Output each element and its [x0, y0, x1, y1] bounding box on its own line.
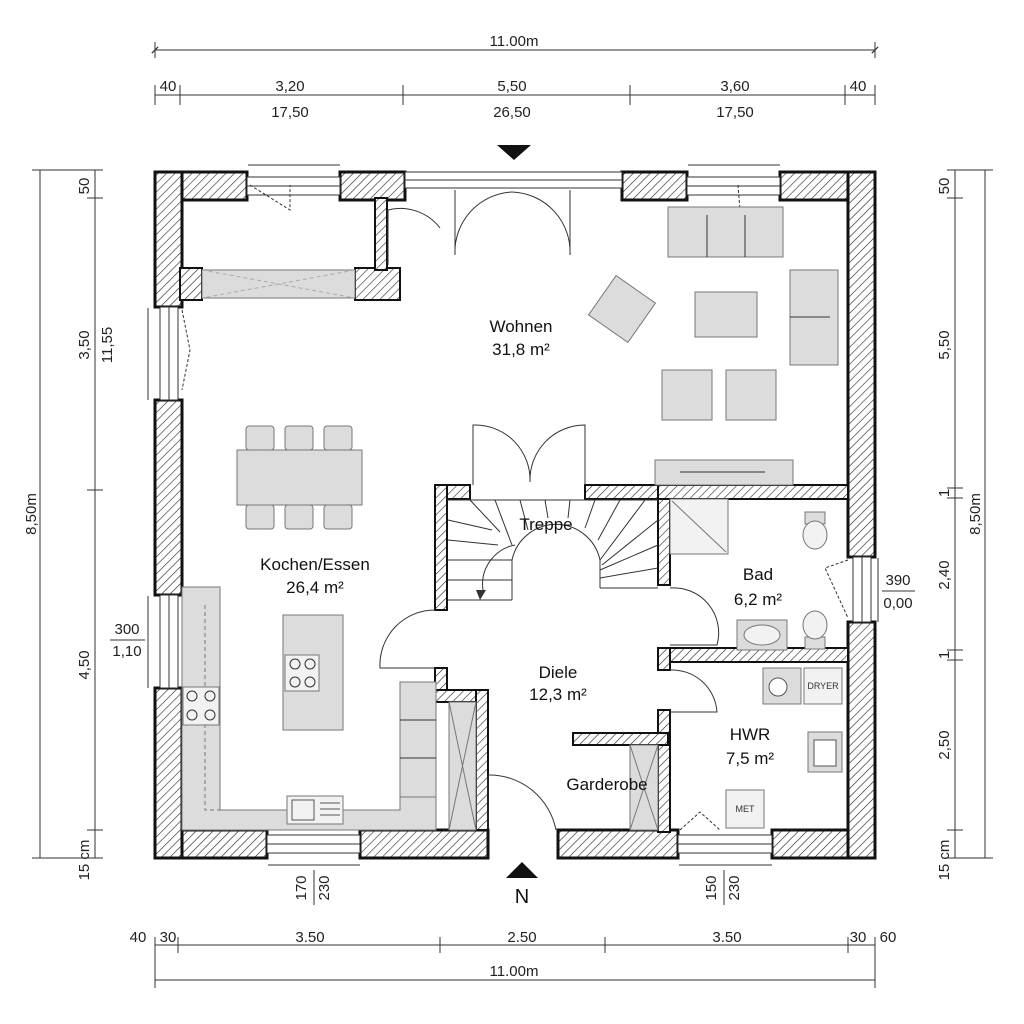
dim-top-26-50: 26,50 [493, 104, 531, 121]
win-bottom-230-b: 230 [726, 875, 743, 900]
dim-bottom-60: 60 [880, 929, 897, 946]
room-bad-name: Bad [743, 565, 773, 584]
dimensions-bottom: 40 30 3.50 2.50 3.50 30 60 11.00m [130, 929, 897, 988]
room-wohnen-area: 31,8 m² [492, 340, 550, 359]
dim-right-50: 50 [936, 178, 953, 195]
armchair-2 [725, 369, 777, 421]
win-bottom-170: 170 [293, 875, 310, 900]
win-left-300: 300 [114, 621, 139, 638]
windows [147, 164, 879, 866]
dining-furniture [236, 425, 363, 530]
dim-top-5-50: 5,50 [497, 78, 526, 95]
room-diele-area: 12,3 m² [529, 685, 587, 704]
dimensions-top: 11.00m 40 3,20 17,50 5,50 26,50 3,60 17,… [151, 33, 879, 121]
dim-bottom-2-50: 2.50 [507, 929, 536, 946]
dim-top-3-60: 3,60 [720, 78, 749, 95]
dim-top-40-right: 40 [850, 78, 867, 95]
dim-left-total: 8,50m [23, 493, 40, 535]
room-garderobe-name: Garderobe [566, 775, 647, 794]
entrance-markers: N [497, 145, 538, 908]
bathroom-fixtures [669, 498, 828, 651]
dim-bottom-total: 11.00m [490, 963, 539, 980]
kitchen-furniture [181, 586, 437, 831]
tv-console [654, 459, 794, 486]
room-kochen-name: Kochen/Essen [260, 555, 370, 574]
dim-bottom-3-50-b: 3.50 [712, 929, 741, 946]
sink [286, 795, 344, 825]
sofa-top [667, 206, 784, 258]
staircase [447, 499, 659, 601]
north-arrow-icon [506, 862, 538, 878]
dim-top-total: 11.00m [490, 33, 539, 50]
dryer [803, 667, 843, 705]
win-left-110: 1,10 [112, 643, 141, 660]
exterior-walls [153, 170, 877, 860]
armchair-angled [587, 274, 657, 344]
dim-left-4-50: 4,50 [76, 650, 93, 679]
dim-left-11-55: 11,55 [99, 327, 116, 363]
dining-table [236, 449, 363, 506]
dim-bottom-30-a: 30 [160, 929, 177, 946]
utility-cabinet [201, 269, 356, 299]
room-hwr-area: 7,5 m² [726, 749, 775, 768]
meter-cabinet [725, 789, 765, 829]
dim-top-17-50-b: 17,50 [716, 104, 754, 121]
win-bottom-150: 150 [703, 875, 720, 900]
room-labels: Wohnen 31,8 m² Kochen/Essen 26,4 m² Trep… [260, 317, 782, 794]
meter-label: MET [736, 804, 756, 814]
dim-right-2-50: 2,50 [936, 730, 953, 759]
room-treppe-name: Treppe [519, 515, 572, 534]
kitchen-tall-cabinet [399, 681, 437, 798]
dim-right-1-b: 1 [936, 651, 953, 659]
dim-left-3-50: 3,50 [76, 330, 93, 359]
dimensions-left: 8,50m 50 3,50 11,55 4,50 15 cm [23, 169, 116, 881]
north-label: N [515, 886, 529, 908]
win-right-390: 390 [885, 572, 910, 589]
dim-left-50: 50 [76, 178, 93, 195]
dim-top-17-50-a: 17,50 [271, 104, 309, 121]
room-wohnen-name: Wohnen [489, 317, 552, 336]
hwr-fixtures: DRYER MET [725, 667, 843, 829]
room-diele-name: Diele [539, 663, 578, 682]
room-hwr-name: HWR [730, 725, 771, 744]
dim-right-2-40: 2,40 [936, 560, 953, 589]
dim-right-1-a: 1 [936, 489, 953, 497]
coffee-table [694, 291, 758, 338]
window-labels: 300 1,10 390 0,00 170 230 150 230 [110, 572, 915, 905]
dim-top-40-left: 40 [160, 78, 177, 95]
dim-right-total: 8,50m [967, 493, 984, 535]
dim-right-5-50: 5,50 [936, 330, 953, 359]
dim-bottom-3-50-a: 3.50 [295, 929, 324, 946]
dryer-label: DRYER [807, 681, 839, 691]
room-bad-area: 6,2 m² [734, 590, 783, 609]
entrance-top-arrow-icon [497, 145, 531, 160]
room-kochen-area: 26,4 m² [286, 578, 344, 597]
dim-top-3-20: 3,20 [275, 78, 304, 95]
living-furniture [587, 206, 839, 486]
dim-right-15cm: 15 cm [936, 840, 953, 881]
dimensions-right: 8,50m 50 5,50 1 2,40 1 2,50 15 cm [936, 169, 993, 881]
dim-bottom-30-b: 30 [850, 929, 867, 946]
dim-bottom-40: 40 [130, 929, 147, 946]
win-bottom-230-a: 230 [316, 875, 333, 900]
win-right-000: 0,00 [883, 595, 912, 612]
garderobe-fixtures [448, 701, 659, 831]
dim-left-15cm: 15 cm [76, 840, 93, 881]
armchair-1 [661, 369, 713, 421]
